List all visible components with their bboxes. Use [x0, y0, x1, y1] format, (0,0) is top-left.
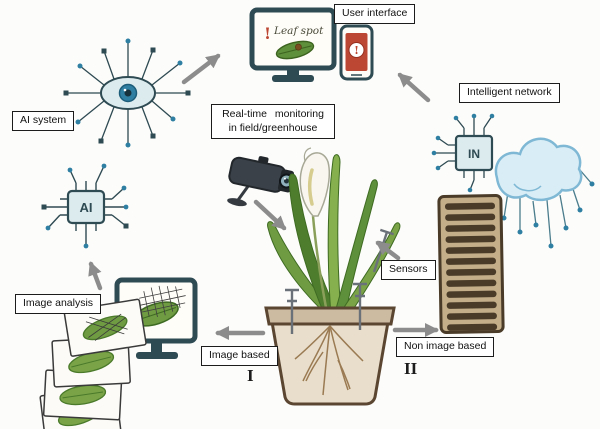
numeral-non-image-based: II: [404, 359, 418, 378]
arrow-image-analysis-to-ai: [88, 261, 103, 291]
label-intelligent-network: Intelligent network: [459, 83, 560, 103]
ai-chip-text: AI: [80, 200, 93, 215]
flow-arrows: [88, 53, 439, 340]
arrow-sensors-to-plant: [375, 240, 401, 261]
arrow-ai-to-ui: [181, 53, 221, 85]
label-image-analysis: Image analysis: [15, 294, 102, 314]
arrow-network-to-ui: [397, 72, 431, 103]
label-user-interface: User interface: [334, 4, 416, 24]
eye-network-icon: [63, 38, 191, 148]
screen-leaf-icon: [275, 40, 315, 60]
numeral-image-based: I: [247, 366, 254, 385]
network-chip-text: IN: [468, 147, 480, 161]
cloud-icon: [494, 137, 595, 249]
label-realtime-monitoring: Real-time monitoring in field/greenhouse: [211, 104, 335, 140]
label-ai-system: AI system: [12, 111, 75, 131]
photo-stack-icon: [39, 298, 147, 429]
network-chip-icon: IN: [431, 113, 495, 193]
monitor-icon: ! Leaf spot: [249, 7, 337, 82]
flower-icon: [299, 147, 330, 217]
screen-diagnosis-text: Leaf spot: [273, 25, 324, 37]
label-non-image-based: Non image based: [396, 337, 495, 357]
label-image-based: Image based: [201, 346, 278, 366]
screen-alert-icon: !: [264, 24, 271, 43]
label-realtime-line2: in field/greenhouse: [228, 121, 318, 134]
roots-icon: [294, 325, 364, 396]
plant-icon: [264, 147, 401, 406]
label-realtime-line1: Real-time monitoring: [222, 108, 324, 120]
cctv-camera-icon: [227, 156, 295, 207]
arrow-camera-to-plant: [253, 199, 287, 231]
analysis-grid-icon: [138, 285, 186, 317]
smartphone-icon: !: [339, 24, 374, 81]
server-icon: [437, 194, 505, 334]
ai-chip-icon: AI: [41, 163, 129, 249]
label-sensors: Sensors: [381, 260, 436, 280]
phone-alert-icon: !: [354, 44, 359, 57]
